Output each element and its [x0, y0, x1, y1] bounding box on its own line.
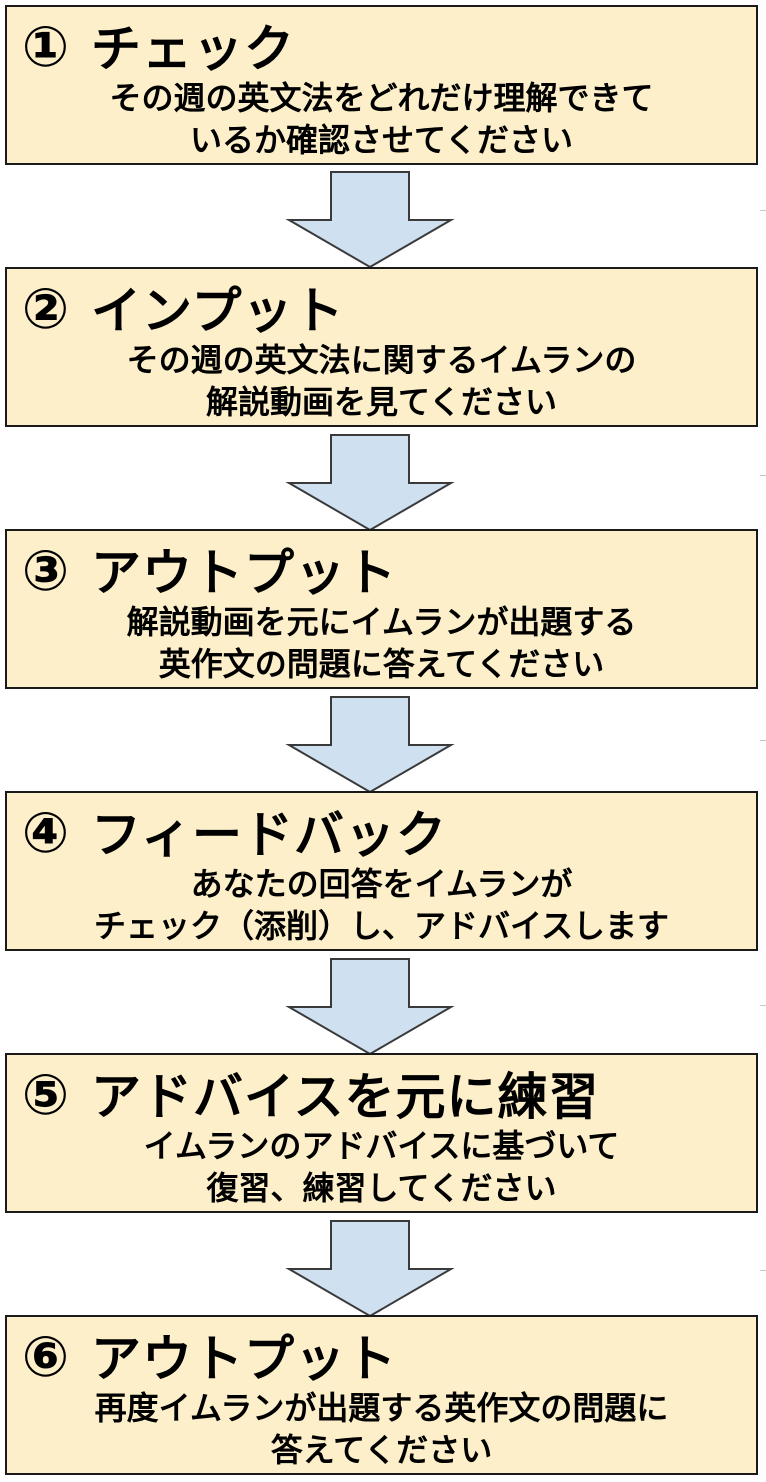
step-box-input: ② インプット その週の英文法に関するイムランの 解説動画を見てください	[5, 267, 758, 427]
step-description-line: チェック（添削）し、アドバイスします	[93, 907, 670, 945]
step-box-output-again: ⑥ アウトプット 再度イムランが出題する英作文の問題に 答えてください	[5, 1315, 758, 1475]
step-description-line: イムランのアドバイスに基づいて	[143, 1127, 620, 1165]
step-description-line: 英作文の問題に答えてください	[158, 645, 605, 683]
step-number: ②	[21, 277, 71, 342]
down-arrow-icon	[285, 1220, 455, 1318]
step-title: ⑥ アウトプット	[15, 1317, 397, 1399]
step-description-line: 解説動画を見てください	[205, 383, 558, 421]
step-title: ⑤ アドバイスを元に練習	[15, 1055, 600, 1137]
edge-tick	[760, 740, 766, 741]
step-description-line: 解説動画を元にイムランが出題する	[126, 603, 637, 641]
step-description-line: その週の英文法をどれだけ理解できて	[109, 79, 654, 117]
step-box-check: ① チェック その週の英文法をどれだけ理解できて いるか確認させてください	[5, 5, 758, 165]
step-description: 再度イムランが出題する英作文の問題に 答えてください	[7, 1387, 756, 1471]
step-box-output: ③ アウトプット 解説動画を元にイムランが出題する 英作文の問題に答えてください	[5, 529, 758, 689]
edge-tick	[760, 1270, 766, 1271]
step-description: その週の英文法に関するイムランの 解説動画を見てください	[7, 339, 756, 423]
down-arrow-icon	[285, 958, 455, 1056]
step-description-line: いるか確認させてください	[189, 121, 574, 159]
step-title: ④ フィードバック	[15, 793, 447, 875]
step-number: ⑥	[21, 1325, 71, 1390]
step-number: ①	[21, 15, 71, 80]
step-title-text: フィードバック	[91, 806, 447, 864]
step-title: ① チェック	[15, 7, 295, 89]
step-number: ③	[21, 539, 71, 604]
step-description-line: 復習、練習してください	[206, 1169, 557, 1207]
step-description: その週の英文法をどれだけ理解できて いるか確認させてください	[7, 77, 756, 161]
step-title-text: アウトプット	[91, 1330, 397, 1388]
step-title-text: アウトプット	[91, 544, 397, 602]
step-description: 解説動画を元にイムランが出題する 英作文の問題に答えてください	[7, 601, 756, 685]
step-box-practice: ⑤ アドバイスを元に練習 イムランのアドバイスに基づいて 復習、練習してください	[5, 1053, 758, 1213]
edge-tick	[760, 1005, 766, 1006]
step-title: ② インプット	[15, 269, 345, 351]
step-description-line: 再度イムランが出題する英作文の問題に	[94, 1389, 669, 1427]
step-number: ⑤	[21, 1063, 71, 1128]
step-description-line: 答えてください	[270, 1431, 493, 1469]
edge-tick	[760, 475, 766, 476]
step-box-feedback: ④ フィードバック あなたの回答をイムランが チェック（添削）し、アドバイスします	[5, 791, 758, 951]
step-description-line: その週の英文法に関するイムランの	[126, 341, 637, 379]
edge-tick	[760, 210, 766, 211]
step-description-line: あなたの回答をイムランが	[190, 865, 573, 903]
down-arrow-icon	[285, 171, 455, 269]
step-title-text: チェック	[91, 20, 295, 78]
step-title-text: インプット	[91, 282, 345, 340]
step-number: ④	[21, 801, 71, 866]
step-title: ③ アウトプット	[15, 531, 397, 613]
down-arrow-icon	[285, 434, 455, 532]
step-title-text: アドバイスを元に練習	[91, 1068, 600, 1126]
step-description: イムランのアドバイスに基づいて 復習、練習してください	[7, 1125, 756, 1209]
step-description: あなたの回答をイムランが チェック（添削）し、アドバイスします	[7, 863, 756, 947]
down-arrow-icon	[285, 696, 455, 794]
